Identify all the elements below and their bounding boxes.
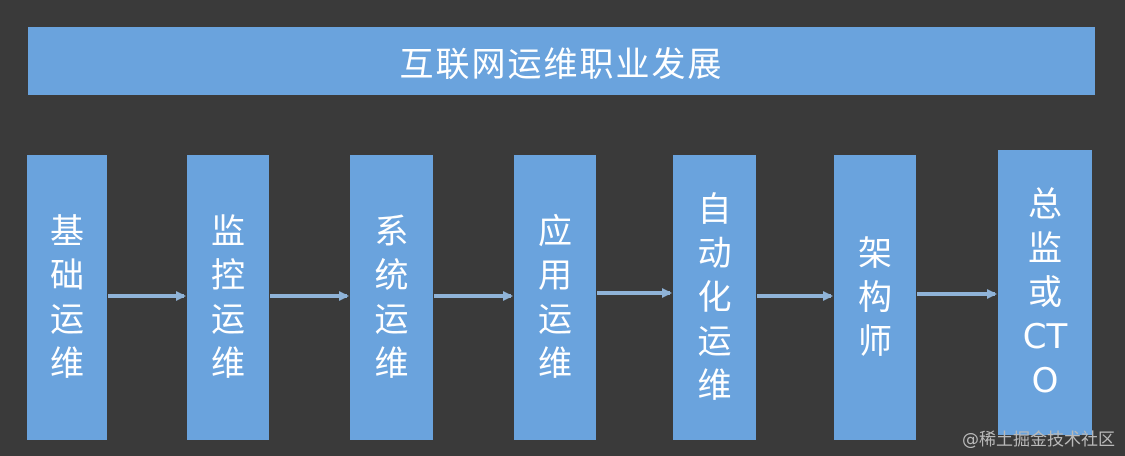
title-banner: 互联网运维职业发展: [28, 27, 1095, 95]
step-automation-ops: 自动化运维: [673, 155, 756, 440]
step-label-char: 维: [374, 343, 409, 384]
step-label-char: 系: [374, 211, 409, 252]
step-basic-ops: 基础运维: [27, 155, 107, 440]
step-label-char: 构: [858, 277, 892, 318]
step-label-char: 基: [50, 211, 84, 252]
step-label-char: 总: [1028, 184, 1062, 225]
step-label-char: 监: [211, 211, 245, 252]
step-label-char: O: [1031, 360, 1059, 401]
step-label-char: 维: [697, 365, 732, 406]
step-label-char: 运: [374, 299, 409, 340]
step-label-char: 化: [697, 277, 732, 318]
step-label-char: CT: [1022, 316, 1068, 357]
step-label-char: 应: [538, 211, 572, 252]
step-architect: 架构师: [834, 155, 916, 440]
step-label-char: 监: [1028, 228, 1062, 269]
diagram-title: 互联网运维职业发展: [399, 44, 724, 85]
step-label-char: 控: [211, 255, 245, 296]
step-label-char: 维: [211, 343, 245, 384]
step-label-char: 运: [538, 299, 572, 340]
step-label-char: 运: [50, 299, 84, 340]
step-system-ops: 系统运维: [350, 155, 433, 440]
step-label-char: 统: [374, 255, 409, 296]
step-label-char: 自: [697, 189, 732, 230]
step-label-char: 用: [538, 255, 572, 296]
step-monitoring-ops: 监控运维: [187, 155, 269, 440]
step-label-char: 维: [538, 343, 572, 384]
step-label-char: 师: [858, 321, 892, 362]
step-application-ops: 应用运维: [514, 155, 596, 440]
step-label-char: 运: [697, 321, 732, 362]
step-label-char: 或: [1028, 272, 1062, 313]
step-label-char: 动: [697, 233, 732, 274]
step-label-char: 础: [50, 255, 84, 296]
watermark: @稀土掘金技术社区: [962, 430, 1115, 450]
step-label-char: 维: [50, 343, 84, 384]
step-label-char: 运: [211, 299, 245, 340]
step-label-char: 架: [858, 233, 892, 274]
